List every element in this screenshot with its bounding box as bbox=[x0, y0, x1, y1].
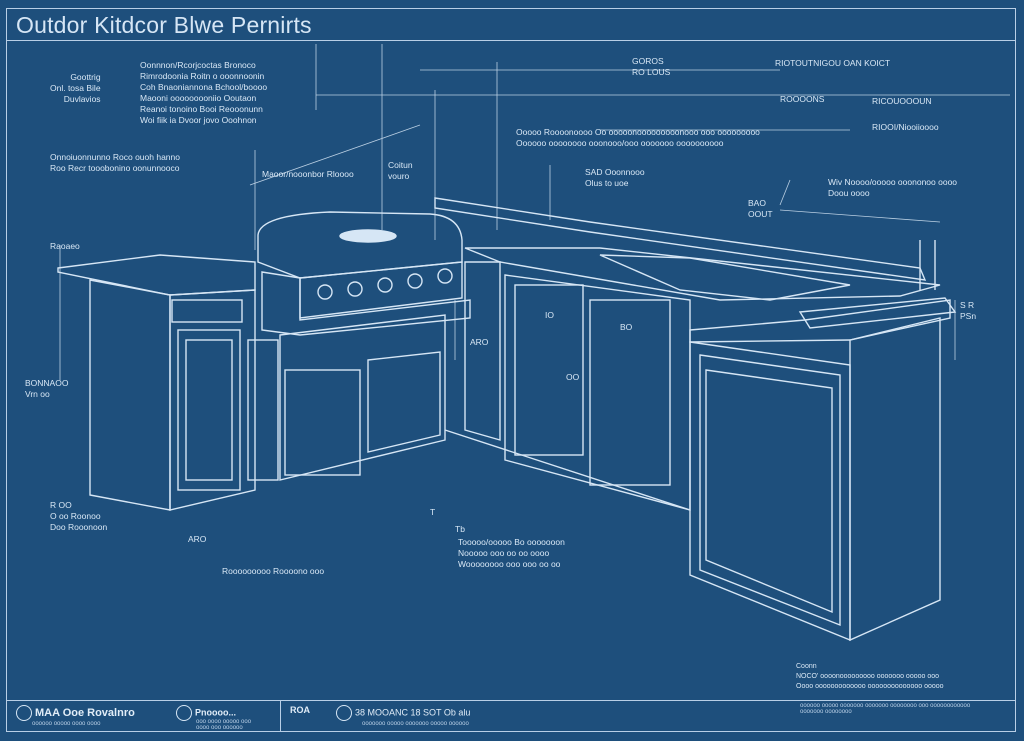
right-end-cabinet bbox=[689, 297, 957, 642]
footer-cell-3: ROA bbox=[290, 705, 310, 715]
label-top-right-a: GOROS RO LOUS bbox=[632, 56, 671, 77]
footer-cell-2: Pnoooo... bbox=[176, 705, 236, 721]
compass-icon bbox=[176, 705, 192, 721]
footer-cell-2-sub: ooo oooo ooooo ooo oooo ooo oooooo bbox=[196, 719, 252, 731]
title-divider bbox=[6, 40, 1016, 41]
label-top-right-d: RICOUOOOUN bbox=[872, 96, 932, 106]
label-mid-left: Onnoiuonnunno Roco ouoh hanno Roo Recr t… bbox=[50, 152, 180, 173]
footer-right-notes: oooooo ooooo ooooooo ooooooo oooooooo oo… bbox=[800, 703, 971, 715]
label-right-long: Ooooo Roooonoooo Oo ooooonooooooooonooo … bbox=[516, 127, 760, 148]
grill bbox=[257, 211, 471, 336]
label-wiv: Wiv Noooo/ooooo ooononoo oooo Doou oooo bbox=[828, 177, 958, 198]
label-bottom-center-a: Rooooooooo Roooono ooo bbox=[222, 566, 325, 576]
footer-cell-2-text: Pnoooo... bbox=[195, 707, 236, 718]
label-top-right-b: RIOTOUTNIGOU OAN KOICT bbox=[775, 58, 891, 68]
badge-icon bbox=[336, 705, 352, 721]
footer-divider bbox=[280, 701, 281, 731]
label-ragaeo: Raoaeo bbox=[50, 241, 80, 251]
label-bottom-center-b: Tooooo/ooooo Bo ooooooon Nooooo ooo oo o… bbox=[458, 537, 565, 569]
label-ba: BAO OOUT bbox=[748, 198, 773, 219]
label-right-long-b: RIOOI/Niooiioooo bbox=[872, 122, 939, 132]
blueprint-title: Outdor Kitdcor Blwe Pernirts bbox=[16, 12, 312, 38]
footer-cell-4-text: 38 MOOANC 18 SOT Ob alu bbox=[355, 707, 471, 718]
footer-logo-sub: oooooo ooooo oooo oooo bbox=[32, 721, 101, 727]
footer-logo-text: MAA Ooe Rovalnro bbox=[35, 706, 135, 719]
label-bottom-left: R OO O oo Roonoo Doo Rooonoon bbox=[50, 500, 108, 532]
label-ta: Tb bbox=[455, 524, 465, 534]
label-top-left: Goottrig Onl. tosa Bile Duvlavios bbox=[50, 72, 101, 104]
footer-cell-4: 38 MOOANC 18 SOT Ob alu bbox=[336, 705, 470, 721]
label-sad: SAD Ooonnooo Olus to uoe bbox=[585, 167, 645, 188]
label-s-r: S R PSn bbox=[960, 300, 977, 321]
back-counter bbox=[434, 197, 941, 301]
label-aro: ARO bbox=[470, 337, 489, 347]
footer-cell-4-sub: ooooooo ooooo ooooooo ooooo oooooo bbox=[362, 721, 469, 727]
label-bo: BO bbox=[620, 322, 633, 332]
label-corr: Coitun vouro bbox=[388, 160, 413, 181]
label-t: T bbox=[430, 507, 436, 517]
label-corner-note: Coonn NOCO' oooonooooooooo ooooooo ooooo… bbox=[796, 663, 944, 690]
logo-icon bbox=[16, 705, 32, 721]
blueprint-frame bbox=[6, 8, 1016, 732]
label-aro2: ARO bbox=[188, 534, 207, 544]
label-mid-center: Maoor/nooonbor Rloooo bbox=[262, 169, 354, 179]
grill-base-cabinet bbox=[247, 314, 446, 481]
label-io: IO bbox=[545, 310, 554, 320]
title-block: MAA Ooe Rovalnro oooooo ooooo oooo oooo … bbox=[6, 700, 1016, 731]
footer-logo: MAA Ooe Rovalnro bbox=[16, 705, 135, 721]
label-top-center: Oonnnon/Rcorjcoctas Bronoco Rimrodoonia … bbox=[140, 60, 268, 125]
dimension-lines bbox=[59, 44, 1010, 380]
label-bonnao: BONNAOO Vrn oo bbox=[25, 378, 69, 399]
label-top-right-c: ROOOONS bbox=[780, 94, 825, 104]
corner-cabinets bbox=[444, 261, 691, 511]
label-oo: OO bbox=[566, 372, 580, 382]
left-cabinet bbox=[57, 254, 256, 511]
